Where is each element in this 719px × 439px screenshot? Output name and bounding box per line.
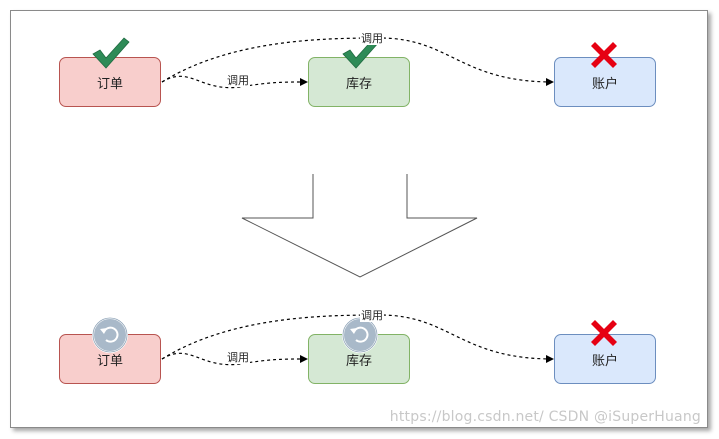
edge-label-order-account-bottom: 调用 [360, 309, 384, 322]
inventory-node-top-label: 库存 [345, 76, 372, 92]
transition-arrow [241, 174, 478, 278]
cross-icon [591, 42, 617, 68]
account-node-top-label: 账户 [591, 76, 618, 92]
edge-order-inventory-bottom [161, 352, 308, 366]
order-node-bottom-label: 订单 [96, 353, 123, 369]
edge-order-account-bottom [161, 314, 554, 363]
edge-order-account-top [161, 37, 554, 86]
rollback-icon [342, 317, 378, 353]
watermark: https://blog.csdn.net/ CSDN @iSuperHuang [389, 409, 701, 425]
account-node-bottom-label: 账户 [591, 353, 618, 369]
edge-order-inventory-top [161, 75, 308, 89]
rollback-icon [92, 317, 128, 353]
order-node-top-label: 订单 [96, 76, 123, 92]
edge-label-order-inventory-bottom: 调用 [226, 351, 250, 364]
check-icon [92, 37, 130, 69]
edge-label-order-account-top: 调用 [360, 32, 384, 45]
edge-label-order-inventory-top: 调用 [226, 74, 250, 87]
inventory-node-bottom-label: 库存 [345, 353, 372, 369]
account-node-top: 账户 [554, 57, 656, 107]
cross-icon [591, 320, 617, 346]
order-node-top: 订单 [59, 57, 161, 107]
account-node-bottom: 账户 [554, 334, 656, 384]
